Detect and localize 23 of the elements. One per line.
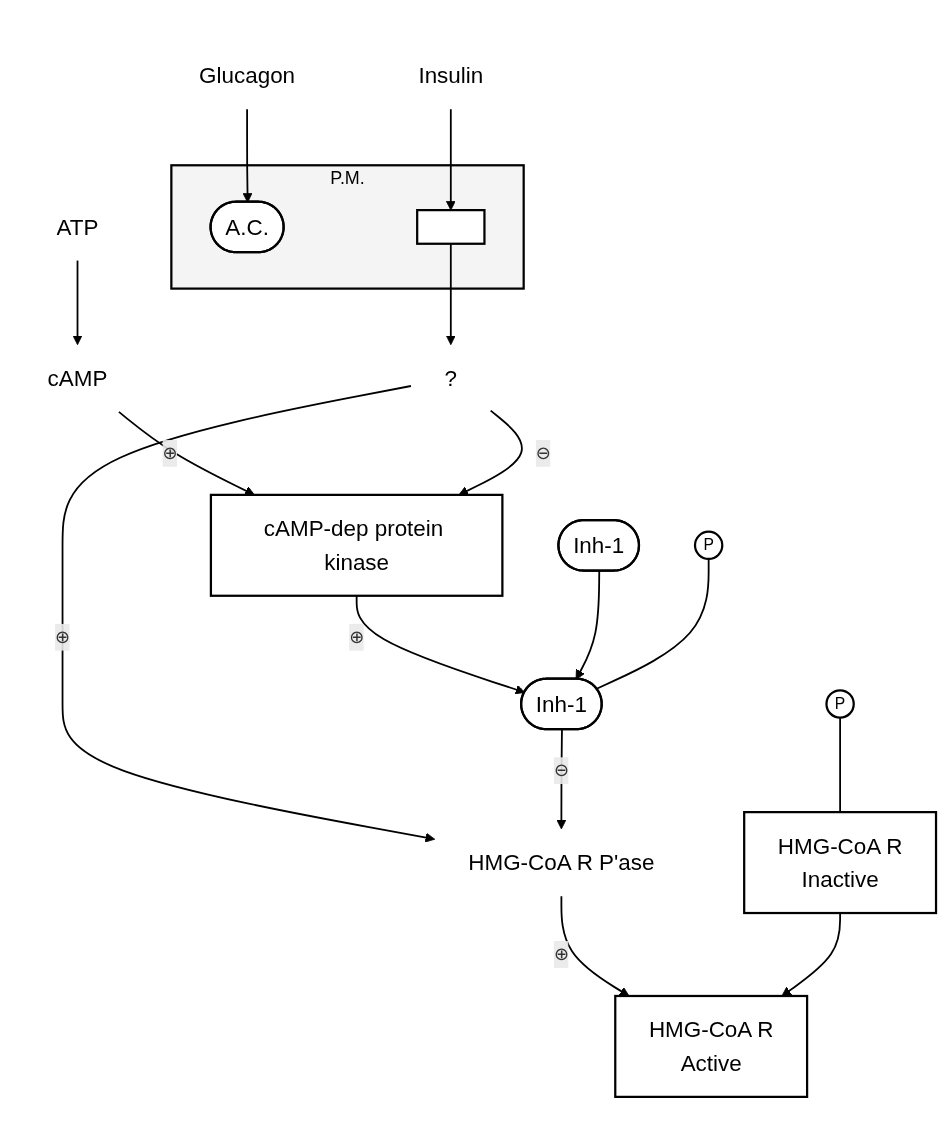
edge-label: ⊖ — [553, 760, 569, 780]
node-text: Insulin — [418, 62, 484, 88]
node-text: ATP — [56, 214, 99, 239]
node-box: cAMP-dep protein kinase — [209, 493, 504, 597]
arrow — [458, 409, 523, 495]
node-circle: P — [825, 688, 855, 719]
arrow — [72, 259, 83, 345]
arrow — [560, 894, 630, 996]
node-text: ? — [444, 365, 458, 391]
node-box: HMG-CoA R Active — [614, 994, 809, 1098]
node-circle: P — [693, 530, 724, 560]
node-text: cAMP — [47, 365, 108, 391]
edge-label: ⊕ — [349, 626, 365, 646]
edge-label: ⊖ — [535, 442, 551, 462]
node-text: Glucagon — [199, 62, 296, 88]
edge-label: ⊕ — [55, 626, 71, 646]
arrow — [61, 384, 436, 843]
node-box — [416, 208, 486, 245]
arrow — [118, 410, 255, 495]
node-box: HMG-CoA R Inactive — [743, 810, 938, 914]
edge-label: ⊕ — [162, 442, 178, 462]
edge-label: ⊕ — [553, 943, 569, 964]
node-text: HMG-CoA R P'ase — [468, 849, 655, 875]
